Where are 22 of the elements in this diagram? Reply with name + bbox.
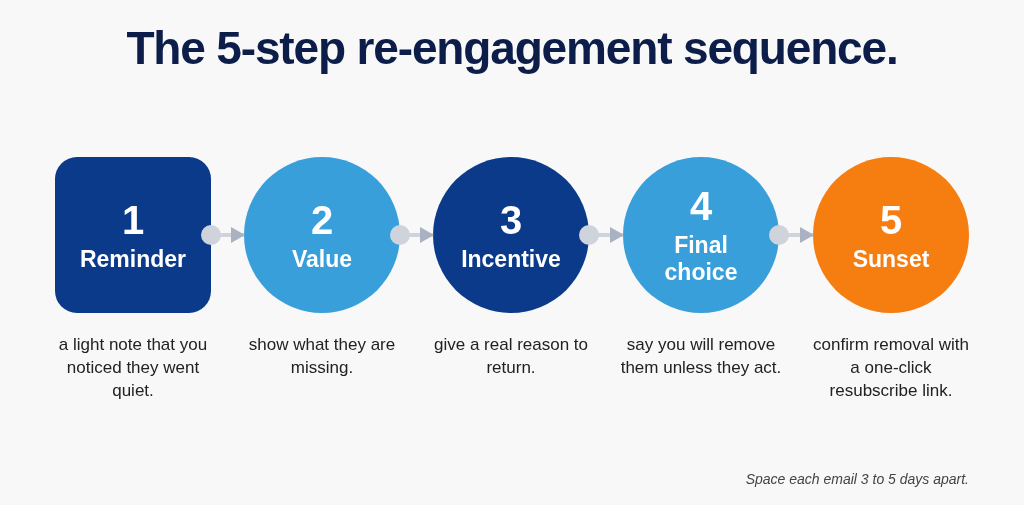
step-description: confirm removal with a one-click resubscribe link. [812, 334, 970, 402]
step-title: Final choice [663, 232, 739, 286]
step-description: show what they are missing. [247, 334, 397, 379]
arrow [201, 225, 245, 245]
arrow [390, 225, 434, 245]
title: The 5-step re-engagement sequence. [125, 21, 899, 76]
step-description: a light note that you noticed they went quiet. [57, 334, 209, 402]
step-box [55, 157, 211, 313]
step-number: 4 [689, 184, 713, 228]
step-title: Value [290, 245, 354, 273]
arrow [579, 225, 624, 245]
step-title: Reminder [78, 245, 188, 273]
step-title: Incentive [460, 245, 562, 273]
step-number: 5 [879, 197, 903, 242]
step-description: give a real reason to return. [432, 334, 589, 379]
step-title: Sunset [851, 245, 931, 273]
arrow [769, 225, 814, 245]
step-description: say you will remove them unless they act. [619, 334, 783, 379]
footnote: Space each email 3 to 5 days apart. [745, 470, 969, 489]
step-number: 2 [310, 197, 334, 242]
step-number: 3 [499, 197, 523, 242]
step-number: 1 [121, 197, 145, 242]
